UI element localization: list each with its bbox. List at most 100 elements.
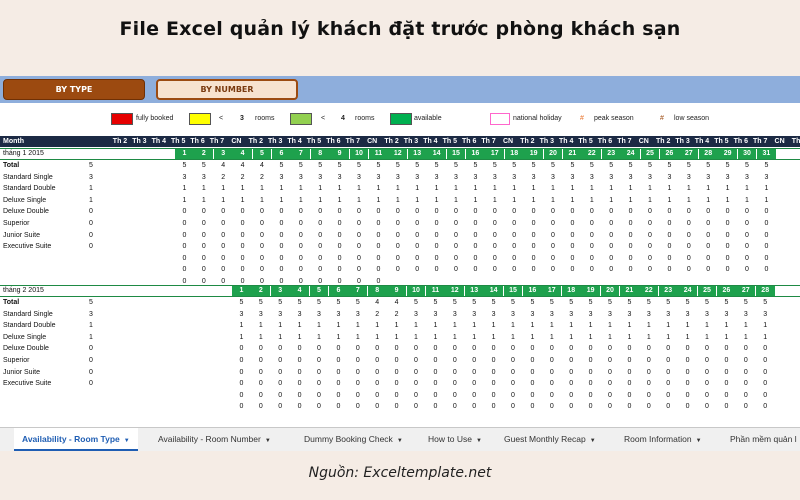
availability-cell[interactable]: 1 [317, 322, 321, 330]
availability-cell[interactable]: 1 [376, 196, 381, 204]
availability-cell[interactable]: 1 [414, 322, 418, 330]
availability-cell[interactable]: 0 [725, 254, 730, 262]
availability-cell[interactable]: 0 [512, 220, 517, 227]
availability-cell[interactable]: 0 [570, 266, 575, 274]
availability-cell[interactable]: 0 [201, 231, 206, 239]
availability-cell[interactable]: 0 [240, 231, 245, 239]
day-number-cell[interactable]: 6 [329, 286, 348, 296]
availability-cell[interactable]: 0 [395, 243, 400, 251]
availability-cell[interactable]: 0 [395, 220, 400, 227]
availability-cell[interactable]: 0 [706, 254, 711, 262]
availability-cell[interactable]: 0 [743, 391, 748, 399]
day-number-cell[interactable]: 8 [310, 149, 330, 159]
day-number-cell[interactable]: 29 [718, 149, 737, 159]
availability-cell[interactable]: 0 [414, 380, 418, 388]
availability-cell[interactable]: 1 [608, 322, 612, 330]
availability-cell[interactable]: 0 [415, 243, 420, 251]
availability-cell[interactable]: 1 [512, 196, 517, 204]
availability-cell[interactable]: 0 [278, 345, 283, 353]
availability-cell[interactable]: 1 [434, 196, 439, 204]
availability-cell[interactable]: 5 [628, 162, 633, 169]
availability-cell[interactable]: 0 [414, 403, 418, 411]
availability-cell[interactable]: 1 [551, 185, 555, 193]
availability-cell[interactable]: 0 [646, 368, 651, 376]
availability-cell[interactable]: 0 [705, 345, 709, 353]
availability-cell[interactable]: 0 [589, 254, 594, 262]
availability-cell[interactable]: 0 [588, 357, 593, 364]
availability-cell[interactable]: 0 [764, 208, 769, 216]
availability-cell[interactable]: 5 [686, 162, 691, 169]
availability-cell[interactable]: 0 [279, 243, 284, 251]
availability-cell[interactable]: 0 [279, 278, 284, 285]
availability-cell[interactable]: 0 [201, 220, 206, 227]
availability-cell[interactable]: 1 [725, 196, 730, 204]
availability-cell[interactable]: 5 [357, 162, 361, 169]
availability-cell[interactable]: 0 [705, 368, 709, 376]
availability-cell[interactable]: 1 [260, 196, 264, 204]
availability-cell[interactable]: 0 [512, 254, 517, 262]
availability-cell[interactable]: 0 [511, 357, 515, 364]
availability-cell[interactable]: 0 [355, 368, 360, 376]
availability-cell[interactable]: 3 [336, 310, 341, 318]
availability-cell[interactable]: 0 [570, 231, 575, 239]
availability-cell[interactable]: 5 [609, 162, 614, 169]
availability-cell[interactable]: 5 [279, 162, 284, 169]
availability-cell[interactable]: 3 [491, 310, 496, 318]
availability-cell[interactable]: 0 [182, 278, 187, 285]
availability-cell[interactable]: 0 [337, 266, 342, 274]
availability-cell[interactable]: 0 [627, 368, 632, 376]
availability-cell[interactable]: 0 [454, 208, 458, 216]
availability-cell[interactable]: 0 [705, 391, 709, 399]
availability-cell[interactable]: 0 [201, 254, 206, 262]
availability-cell[interactable]: 0 [531, 231, 536, 239]
availability-cell[interactable]: 0 [317, 345, 321, 353]
day-number-cell[interactable]: 27 [736, 286, 756, 296]
availability-cell[interactable]: 1 [706, 196, 711, 204]
availability-cell[interactable]: 0 [588, 345, 593, 353]
availability-cell[interactable]: 4 [375, 299, 380, 306]
availability-cell[interactable]: 2 [240, 173, 245, 181]
availability-cell[interactable]: 5 [648, 162, 652, 169]
availability-cell[interactable]: 1 [667, 185, 672, 193]
availability-cell[interactable]: 0 [376, 220, 381, 227]
chevron-down-icon[interactable]: ▼ [264, 438, 271, 444]
availability-cell[interactable]: 0 [725, 220, 730, 227]
availability-cell[interactable]: 5 [452, 299, 457, 306]
availability-cell[interactable]: 1 [472, 322, 477, 330]
availability-cell[interactable]: 0 [279, 231, 284, 239]
availability-cell[interactable]: 5 [666, 299, 671, 306]
availability-cell[interactable]: 1 [569, 322, 574, 330]
availability-cell[interactable]: 3 [743, 310, 748, 318]
availability-cell[interactable]: 0 [240, 208, 245, 216]
availability-cell[interactable]: 1 [297, 322, 302, 330]
availability-cell[interactable]: 3 [646, 310, 651, 318]
availability-cell[interactable]: 3 [415, 173, 420, 181]
availability-cell[interactable]: 1 [452, 322, 457, 330]
availability-cell[interactable]: 0 [472, 357, 477, 364]
availability-cell[interactable]: 0 [724, 380, 729, 388]
availability-cell[interactable]: 0 [627, 357, 632, 364]
day-number-cell[interactable]: 5 [252, 149, 272, 159]
availability-cell[interactable]: 0 [415, 208, 420, 216]
availability-cell[interactable]: 1 [764, 196, 769, 204]
availability-cell[interactable]: 1 [648, 196, 652, 204]
availability-cell[interactable]: 5 [627, 299, 632, 306]
availability-cell[interactable]: 1 [569, 333, 574, 341]
availability-cell[interactable]: 0 [551, 231, 555, 239]
availability-cell[interactable]: 1 [394, 322, 399, 330]
availability-cell[interactable]: 0 [589, 220, 594, 227]
availability-cell[interactable]: 0 [472, 345, 477, 353]
availability-cell[interactable]: 0 [433, 403, 438, 411]
availability-cell[interactable]: 0 [530, 357, 535, 364]
availability-cell[interactable]: 1 [666, 333, 671, 341]
availability-cell[interactable]: 0 [297, 357, 302, 364]
availability-cell[interactable]: 0 [452, 368, 457, 376]
availability-cell[interactable]: 0 [491, 357, 496, 364]
availability-cell[interactable]: 0 [666, 403, 671, 411]
availability-cell[interactable]: 1 [376, 185, 381, 193]
availability-cell[interactable]: 0 [628, 266, 633, 274]
availability-cell[interactable]: 0 [511, 391, 515, 399]
availability-cell[interactable]: 0 [551, 254, 555, 262]
availability-cell[interactable]: 0 [297, 368, 302, 376]
availability-cell[interactable]: 0 [686, 208, 691, 216]
